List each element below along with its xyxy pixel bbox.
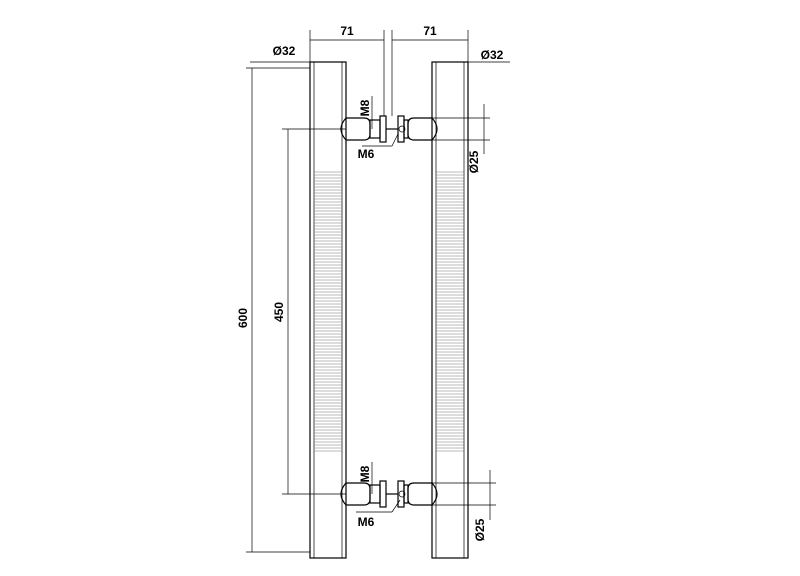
dimension-right-offset: 71 <box>423 24 437 38</box>
top-standoff-assembly <box>340 115 438 143</box>
centre-distance-dimension: 450 <box>272 128 346 495</box>
standoff-top-diameter: Ø25 <box>467 150 481 173</box>
dimension-overall-length: 600 <box>236 308 250 328</box>
bottom-standoff-diameter-dimension: Ø25 <box>432 470 496 541</box>
left-handle-bar <box>309 61 347 559</box>
bottom-standoff-assembly <box>340 480 438 508</box>
bar-diameter-dimensions: Ø32 Ø32 <box>250 44 510 63</box>
thread-top-m6: M6 <box>358 147 375 161</box>
thread-bottom-m8: M8 <box>358 465 372 482</box>
thread-bottom-m6: M6 <box>358 515 375 529</box>
left-knurl-pattern <box>314 171 342 452</box>
right-handle-bar <box>431 61 469 559</box>
top-standoff-diameter-dimension: Ø25 <box>432 104 490 173</box>
dimension-left-offset: 71 <box>340 24 354 38</box>
right-knurl-pattern <box>436 171 464 452</box>
top-offset-dimensions: 71 71 <box>309 24 469 116</box>
bottom-thread-labels: M8 M6 <box>356 462 401 529</box>
top-thread-labels: M8 M6 <box>358 96 399 161</box>
dimension-centre-distance: 450 <box>272 302 286 322</box>
overall-length-dimension: 600 <box>236 67 310 553</box>
dimension-left-diameter: Ø32 <box>273 44 296 58</box>
dimension-right-diameter: Ø32 <box>481 48 504 62</box>
thread-top-m8: M8 <box>358 99 372 116</box>
standoff-bottom-diameter: Ø25 <box>473 518 487 541</box>
